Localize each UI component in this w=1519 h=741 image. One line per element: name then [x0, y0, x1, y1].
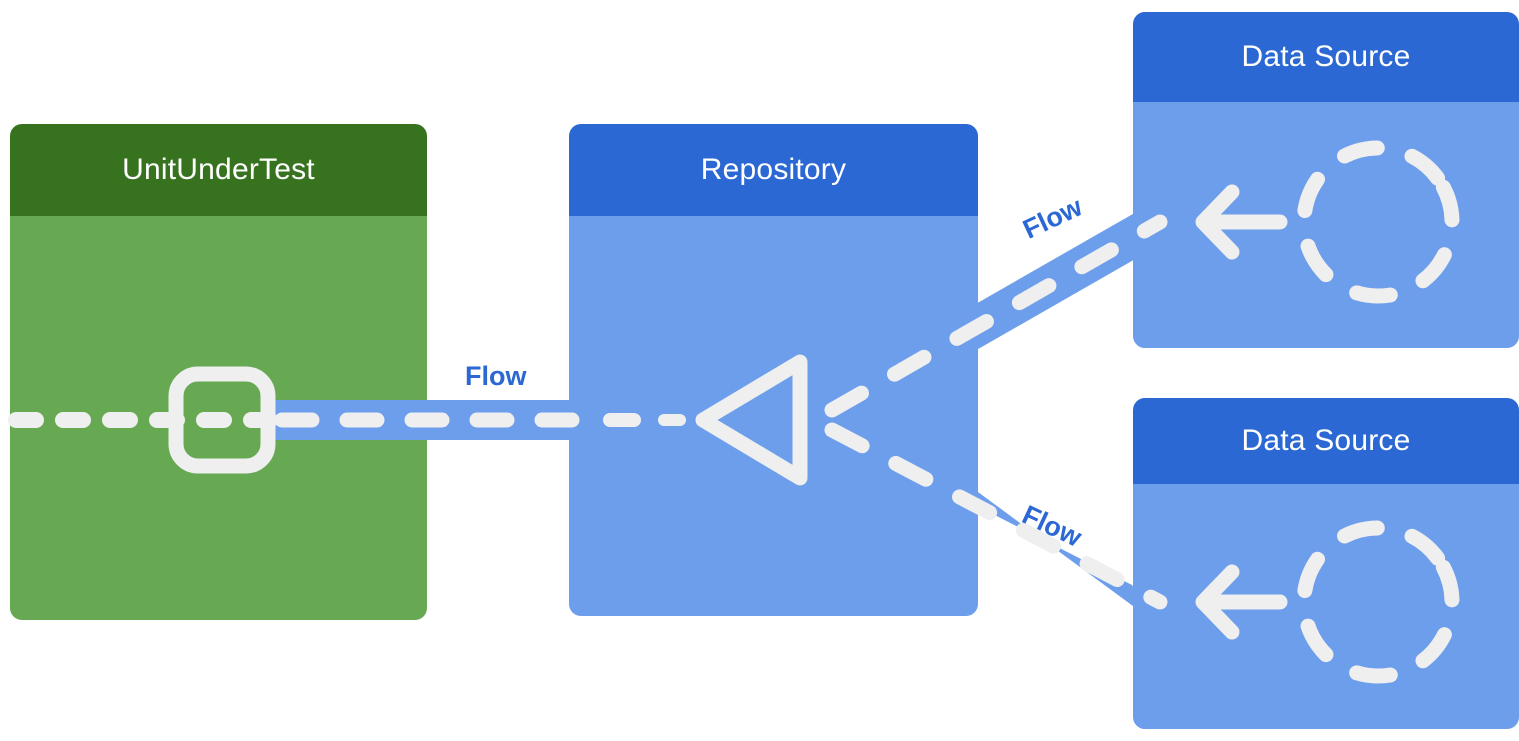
node-data-source-top-header: Data Source: [1133, 12, 1519, 102]
node-unit-under-test-title: UnitUnderTest: [122, 153, 315, 186]
arrow-left-icon: [1195, 184, 1288, 260]
arrow-left-icon: [1195, 564, 1288, 640]
dashed-circle-icon: [1296, 140, 1460, 304]
dashed-circle-icon: [1296, 520, 1460, 684]
node-data-source-top-title: Data Source: [1241, 40, 1411, 73]
node-data-source-bottom-title: Data Source: [1241, 424, 1411, 457]
rounded-square-icon: [168, 366, 276, 474]
node-repository-title: Repository: [700, 153, 847, 186]
flow-dashes-datasource-bottom-to-repository: [824, 422, 1168, 610]
node-data-source-bottom-header: Data Source: [1133, 398, 1519, 484]
merge-triangle-icon: [695, 354, 808, 486]
flow-band-datasource-top-to-repository: [822, 203, 1172, 427]
node-repository-header: Repository: [569, 124, 978, 216]
node-unit-under-test-header: UnitUnderTest: [10, 124, 427, 216]
flow-dashes-datasource-top-to-repository: [824, 214, 1168, 418]
